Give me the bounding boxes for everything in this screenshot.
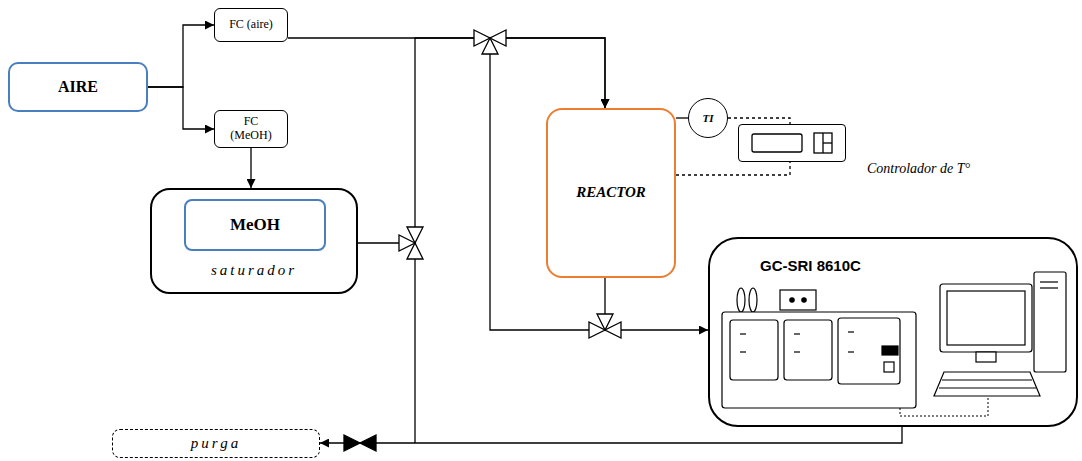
node-label: MeOH bbox=[230, 215, 280, 235]
source-box: AIRE bbox=[8, 62, 148, 112]
purge-valve bbox=[344, 435, 376, 451]
reactor-box: REACTOR bbox=[546, 108, 676, 278]
pipe-connector bbox=[320, 427, 902, 443]
node-label: Controlador de T° bbox=[867, 161, 970, 177]
controller-display bbox=[752, 133, 832, 153]
temperature-indicator: TI bbox=[688, 98, 728, 138]
computer bbox=[934, 272, 1066, 396]
data-cable bbox=[900, 396, 988, 416]
analysis-panel: GC-SRI 8610C bbox=[708, 237, 1078, 427]
pipe-connector bbox=[288, 38, 605, 108]
pipe-connector bbox=[676, 162, 790, 175]
node-label: AIRE bbox=[58, 78, 98, 96]
node-label: FC (aire) bbox=[229, 18, 273, 32]
flow-controller: FC (aire) bbox=[214, 8, 288, 42]
node-label: REACTOR bbox=[576, 184, 646, 201]
three-way-valve bbox=[474, 30, 506, 54]
liquid-box: MeOH bbox=[184, 199, 326, 251]
pipe-connector bbox=[148, 87, 214, 129]
node-label: FC (MeOH) bbox=[225, 115, 277, 143]
temperature-controller: Controlador de T° bbox=[738, 124, 846, 162]
purge-box: purga bbox=[112, 429, 320, 458]
purge-line bbox=[414, 259, 415, 443]
three-way-valve bbox=[399, 227, 423, 259]
pipe-connector bbox=[676, 117, 688, 118]
flow-controller: FC (MeOH) bbox=[214, 110, 288, 148]
three-way-valve bbox=[589, 314, 621, 338]
pipe-connector bbox=[148, 25, 214, 87]
node-label: TI bbox=[703, 112, 714, 125]
node-label: saturador bbox=[152, 262, 356, 279]
node-label: purga bbox=[191, 435, 241, 452]
saturator-box: saturador MeOH bbox=[150, 188, 358, 294]
node-label: GC-SRI 8610C bbox=[760, 257, 861, 274]
gc-instrument bbox=[722, 288, 916, 408]
pipe-connector bbox=[250, 148, 251, 188]
